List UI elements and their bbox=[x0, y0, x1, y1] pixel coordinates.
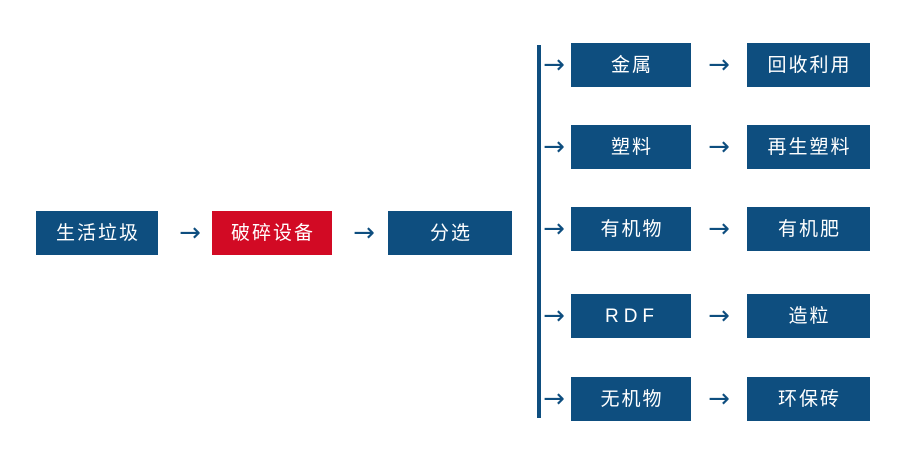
node-material-organic-label: 有机物 bbox=[600, 218, 664, 240]
arrow-trunk-to-plastic: → bbox=[543, 132, 565, 162]
node-material-plastic[interactable]: 塑料 bbox=[571, 125, 691, 169]
node-product-eco-brick-label: 环保砖 bbox=[777, 388, 841, 410]
node-sorting-label: 分选 bbox=[429, 222, 472, 244]
node-crusher-label: 破碎设备 bbox=[230, 222, 315, 244]
node-product-organic-fertilizer-label: 有机肥 bbox=[777, 218, 841, 240]
node-product-recycling-label: 回收利用 bbox=[767, 54, 852, 76]
node-product-recycled-plastic-label: 再生塑料 bbox=[767, 136, 852, 158]
arrow-input-to-crusher: → bbox=[179, 218, 201, 248]
node-product-eco-brick[interactable]: 环保砖 bbox=[747, 377, 870, 421]
arrow-metal-to-product: → bbox=[708, 50, 730, 80]
arrow-trunk-to-organic: → bbox=[543, 214, 565, 244]
arrow-trunk-to-rdf: → bbox=[543, 301, 565, 331]
arrow-inorganic-to-product: → bbox=[708, 384, 730, 414]
node-material-plastic-label: 塑料 bbox=[610, 136, 653, 158]
node-product-pelletizing[interactable]: 造粒 bbox=[747, 294, 870, 338]
arrow-organic-to-product: → bbox=[708, 214, 730, 244]
node-material-organic[interactable]: 有机物 bbox=[571, 207, 691, 251]
node-material-rdf[interactable]: RDF bbox=[571, 294, 691, 338]
node-crusher[interactable]: 破碎设备 bbox=[212, 211, 332, 255]
node-input[interactable]: 生活垃圾 bbox=[36, 211, 158, 255]
node-product-recycled-plastic[interactable]: 再生塑料 bbox=[747, 125, 870, 169]
node-product-recycling[interactable]: 回收利用 bbox=[747, 43, 870, 87]
node-material-rdf-label: RDF bbox=[604, 305, 660, 327]
arrow-trunk-to-inorganic: → bbox=[543, 384, 565, 414]
node-material-metal-label: 金属 bbox=[610, 54, 653, 76]
node-material-inorganic[interactable]: 无机物 bbox=[571, 377, 691, 421]
branch-trunk-line bbox=[537, 45, 541, 418]
node-sorting[interactable]: 分选 bbox=[388, 211, 512, 255]
arrow-trunk-to-metal: → bbox=[543, 50, 565, 80]
node-material-metal[interactable]: 金属 bbox=[571, 43, 691, 87]
arrow-rdf-to-product: → bbox=[708, 301, 730, 331]
node-material-inorganic-label: 无机物 bbox=[600, 388, 664, 410]
node-input-label: 生活垃圾 bbox=[55, 222, 140, 244]
arrow-plastic-to-product: → bbox=[708, 132, 730, 162]
node-product-pelletizing-label: 造粒 bbox=[788, 305, 831, 327]
node-product-organic-fertilizer[interactable]: 有机肥 bbox=[747, 207, 870, 251]
arrow-crusher-to-sorting: → bbox=[353, 218, 375, 248]
